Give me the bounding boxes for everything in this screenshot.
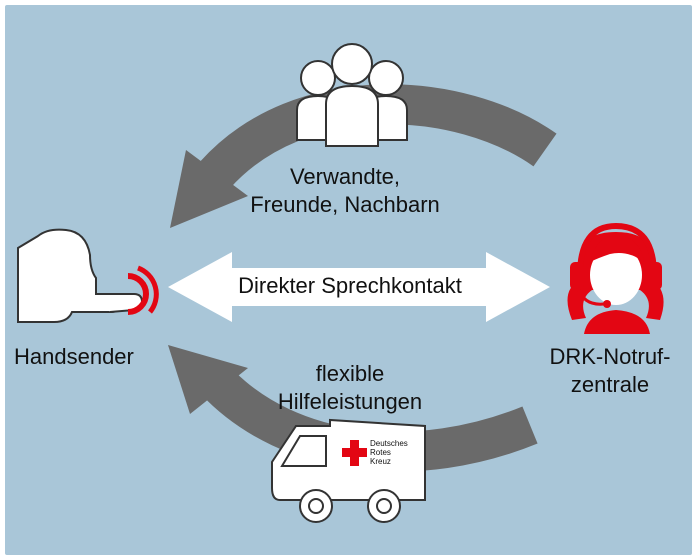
relatives-label-line-2: Freunde, Nachbarn: [250, 192, 440, 217]
direct-contact-arrow: [168, 252, 550, 322]
flexible-help-label-line-2: Hilfeleistungen: [277, 389, 423, 414]
direct-contact-label: Direkter Sprechkontakt: [238, 273, 462, 298]
van-logo-line-3: Kreuz: [370, 457, 391, 466]
headset-operator-icon: [567, 222, 664, 334]
van-logo-text: Deutsches Rotes Kreuz: [370, 439, 408, 466]
drk-center-label-line-2: zentrale: [570, 372, 650, 397]
ambulance-van-icon: [271, 418, 426, 523]
flexible-help-label-line-1: flexible: [315, 361, 385, 386]
relatives-label: Verwandte, Freunde, Nachbarn: [220, 163, 470, 219]
drk-center-label-line-1: DRK-Notruf-: [549, 344, 671, 369]
people-icon: [296, 43, 408, 147]
flexible-help-label: flexible Hilfeleistungen: [225, 360, 475, 416]
van-logo-line-2: Rotes: [370, 448, 391, 457]
hand-pressing-button-icon: [17, 228, 159, 323]
van-logo-line-1: Deutsches: [370, 439, 408, 448]
drk-center-label: DRK-Notruf- zentrale: [535, 343, 685, 399]
hand-sender-label: Handsender: [14, 344, 134, 369]
red-cross-icon: [342, 440, 367, 466]
relatives-label-line-1: Verwandte,: [289, 164, 401, 189]
